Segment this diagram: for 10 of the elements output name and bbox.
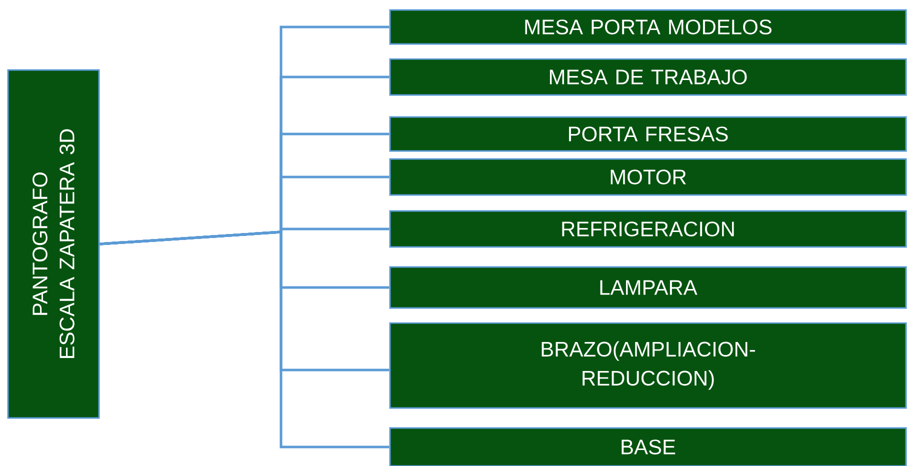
title-box: PANTOGRAFO ESCALA ZAPATERA 3D	[7, 69, 100, 419]
component-box: MESA DE TRABAJO	[389, 58, 907, 96]
component-box: BRAZO(AMPLIACION-REDUCCION)	[389, 322, 907, 409]
component-box: MESA PORTA MODELOS	[389, 9, 907, 45]
connector-line	[100, 230, 390, 448]
component-box: REFRIGERACION	[389, 210, 907, 248]
component-box: MOTOR	[389, 158, 907, 196]
component-box: PORTA FRESAS	[389, 116, 907, 152]
component-box: LAMPARA	[389, 266, 907, 309]
component-box: BASE	[389, 427, 907, 466]
